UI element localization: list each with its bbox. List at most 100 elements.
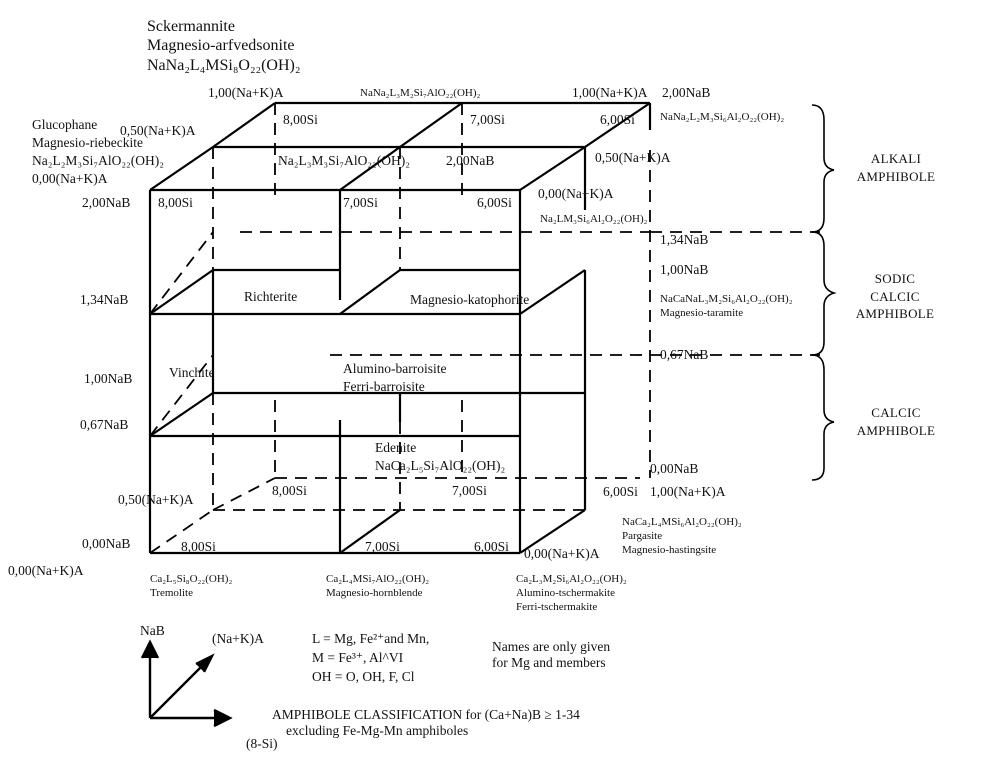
left-mid-dashed xyxy=(149,354,214,437)
si700-back: 7,00Si xyxy=(470,112,505,127)
na067-right: 0,67NaB xyxy=(660,347,709,362)
na200-right-top: 2,00NaB xyxy=(662,85,711,100)
caption-line-1: AMPHIBOLE CLASSIFICATION for (Ca+Na)B ≥ … xyxy=(272,707,580,722)
def-m: M = Fe³⁺, Al^VI xyxy=(312,650,404,665)
sodic-calcic-line-2: CALCIC xyxy=(870,288,920,304)
upper-right-connector xyxy=(584,102,651,148)
calcic-line-1: CALCIC xyxy=(871,405,921,420)
na134-right: 1,34NaB xyxy=(660,232,709,247)
left-top-edge xyxy=(149,146,214,191)
tremolite-formula: Ca₂L₅Si₈O₂₂(OH)₂ xyxy=(150,573,233,585)
sodic-calcic-line-1: SODIC xyxy=(874,271,916,286)
alkali-line-2: AMPHIBOLE xyxy=(856,168,936,184)
mid-134-diagonal xyxy=(339,269,401,315)
legend-nak-label: (Na+K)A xyxy=(212,631,264,646)
tremolite-name: Tremolite xyxy=(150,587,193,599)
hornblende-formula: Ca₂L₄MSi₇AlO₂₂(OH)₂ xyxy=(326,573,430,585)
upper-mid-connector xyxy=(399,102,463,148)
na067-left: 0,67NaB xyxy=(80,417,129,432)
k050-right: 0,50(Na+K)A xyxy=(595,150,671,165)
si800-front-top: 8,00Si xyxy=(158,195,193,210)
top-left-formula: NaNa₂L₄MSi₈O₂₂(OH)₂ xyxy=(147,57,301,74)
alkali-line-1: ALKALI xyxy=(870,151,922,166)
katophorite-name: Magnesio-katophorite xyxy=(410,292,530,307)
edenite-formula: NaCa₂L₅Si₇AlO₂₂(OH)₂ xyxy=(375,458,506,473)
barroisite-name-2: Ferri-barroisite xyxy=(343,379,425,394)
k100-bottom-right: 1,00(Na+K)A xyxy=(650,484,726,499)
left-upper-dashed xyxy=(149,231,214,315)
si600-front-top: 6,00Si xyxy=(477,195,512,210)
k100-top-left: 1,00(Na+K)A xyxy=(208,85,284,100)
glaucophane-name: Glucophane xyxy=(32,117,98,132)
right-134-diagonal xyxy=(519,269,586,315)
right-top-edge xyxy=(519,146,586,191)
top-mid-formula: NaNa₂L₃M₂Si₇AlO₂₂(OH)₂ xyxy=(360,87,481,99)
pargasite-name: Pargasite xyxy=(622,530,663,542)
legend-si-label: (8-Si) xyxy=(246,736,278,751)
si700-front-top: 7,00Si xyxy=(343,195,378,210)
sodic-calcic-line-3: AMPHIBOLE xyxy=(855,306,935,322)
si-arrowhead xyxy=(213,708,233,728)
barroisite-name-1: Alumino-barroisite xyxy=(343,361,447,376)
si600-back-bottom: 6,00Si xyxy=(603,484,638,499)
right-bottom-diagonal xyxy=(519,509,586,554)
nab-arrowhead xyxy=(140,639,160,659)
k000-front-right: 0,00(Na+K)A xyxy=(538,186,614,201)
na000-right: 0,00NaB xyxy=(650,461,699,476)
mid-bottom-diagonal xyxy=(339,509,401,554)
winchite-name: Vinchite xyxy=(169,365,215,380)
front-top-right-formula: Na₂LM₃Si₆Al₂O₂₂(OH)₂ xyxy=(540,213,648,225)
calcic-group-label: CALCIC AMPHIBOLE xyxy=(846,404,946,439)
alkali-group-label: ALKALI AMPHIBOLE xyxy=(846,150,946,185)
def-l: L = Mg, Fe²⁺and Mn, xyxy=(312,631,430,646)
edenite-name: Edenite xyxy=(375,440,417,455)
si800-back-bottom: 8,00Si xyxy=(272,483,307,498)
nak-arrowhead xyxy=(195,653,215,673)
note-line-1: Names are only given xyxy=(492,639,611,654)
hastingsite-name: Magnesio-hastingsite xyxy=(622,544,717,556)
caption-line-2: excluding Fe-Mg-Mn amphiboles xyxy=(286,723,469,738)
tschermakite-name-2: Ferri-tschermakite xyxy=(516,601,598,613)
calcic-brace xyxy=(811,354,835,481)
taramite-formula: NaCaNaL₃M₂Si₆Al₂O₂₂(OH)₂ xyxy=(660,293,793,305)
sodic-calcic-brace xyxy=(811,231,837,356)
na100-left: 1,00NaB xyxy=(84,371,133,386)
left-134-diagonal xyxy=(149,269,214,315)
legend-nab-label: NaB xyxy=(140,623,165,638)
si600-back: 6,00Si xyxy=(600,112,635,127)
na200-left: 2,00NaB xyxy=(82,195,131,210)
si700-back-bottom: 7,00Si xyxy=(452,483,487,498)
alkali-brace xyxy=(811,104,835,233)
glaucophane-formula: Na₂L₂M₃Si₇AlO₂₂(OH)₂ xyxy=(32,153,164,168)
na000-left: 0,00NaB xyxy=(82,536,131,551)
si600-front-bottom: 6,00Si xyxy=(474,539,509,554)
k050-bottom-left: 0,50(Na+K)A xyxy=(118,492,194,507)
def-oh: OH = O, OH, F, Cl xyxy=(312,669,415,684)
nak-axis-line xyxy=(149,662,206,719)
k000-bottom-left: 0,00(Na+K)A xyxy=(8,563,84,578)
calcic-line-2: AMPHIBOLE xyxy=(856,422,936,438)
riebeckite-name: Magnesio-riebeckite xyxy=(32,135,143,150)
sckermannite-name: Sckermannite xyxy=(147,18,235,35)
front-top-mid-formula: Na₂L₃M₃Si₇AlO₂₂(OH)₂ xyxy=(278,153,410,168)
si800-front-bottom: 8,00Si xyxy=(181,539,216,554)
hornblende-name: Magnesio-hornblende xyxy=(326,587,423,599)
sodic-calcic-group-label: SODIC CALCIC AMPHIBOLE xyxy=(840,270,950,323)
mid-top-edge xyxy=(339,146,401,191)
taramite-name: Magnesio-taramite xyxy=(660,307,744,319)
si700-front-bottom: 7,00Si xyxy=(365,539,400,554)
note-line-2: for Mg and members xyxy=(492,655,606,670)
k000-bottom-right: 0,00(Na+K)A xyxy=(524,546,600,561)
arfvedsonite-name: Magnesio-arfvedsonite xyxy=(147,37,295,54)
na200-front-mid: 2,00NaB xyxy=(446,153,495,168)
si800-back: 8,00Si xyxy=(283,112,318,127)
upper-left-connector xyxy=(212,102,276,148)
k100-top-right: 1,00(Na+K)A xyxy=(572,85,648,100)
k000-top-left: 0,00(Na+K)A xyxy=(32,171,108,186)
top-right-formula: NaNa₂L₂M₃Si₆Al₂O₂₂(OH)₂ xyxy=(660,111,785,123)
left-back-bottom-dashed xyxy=(212,477,276,511)
richterite-name: Richterite xyxy=(244,289,298,304)
left-bottom-dashed xyxy=(149,509,214,554)
